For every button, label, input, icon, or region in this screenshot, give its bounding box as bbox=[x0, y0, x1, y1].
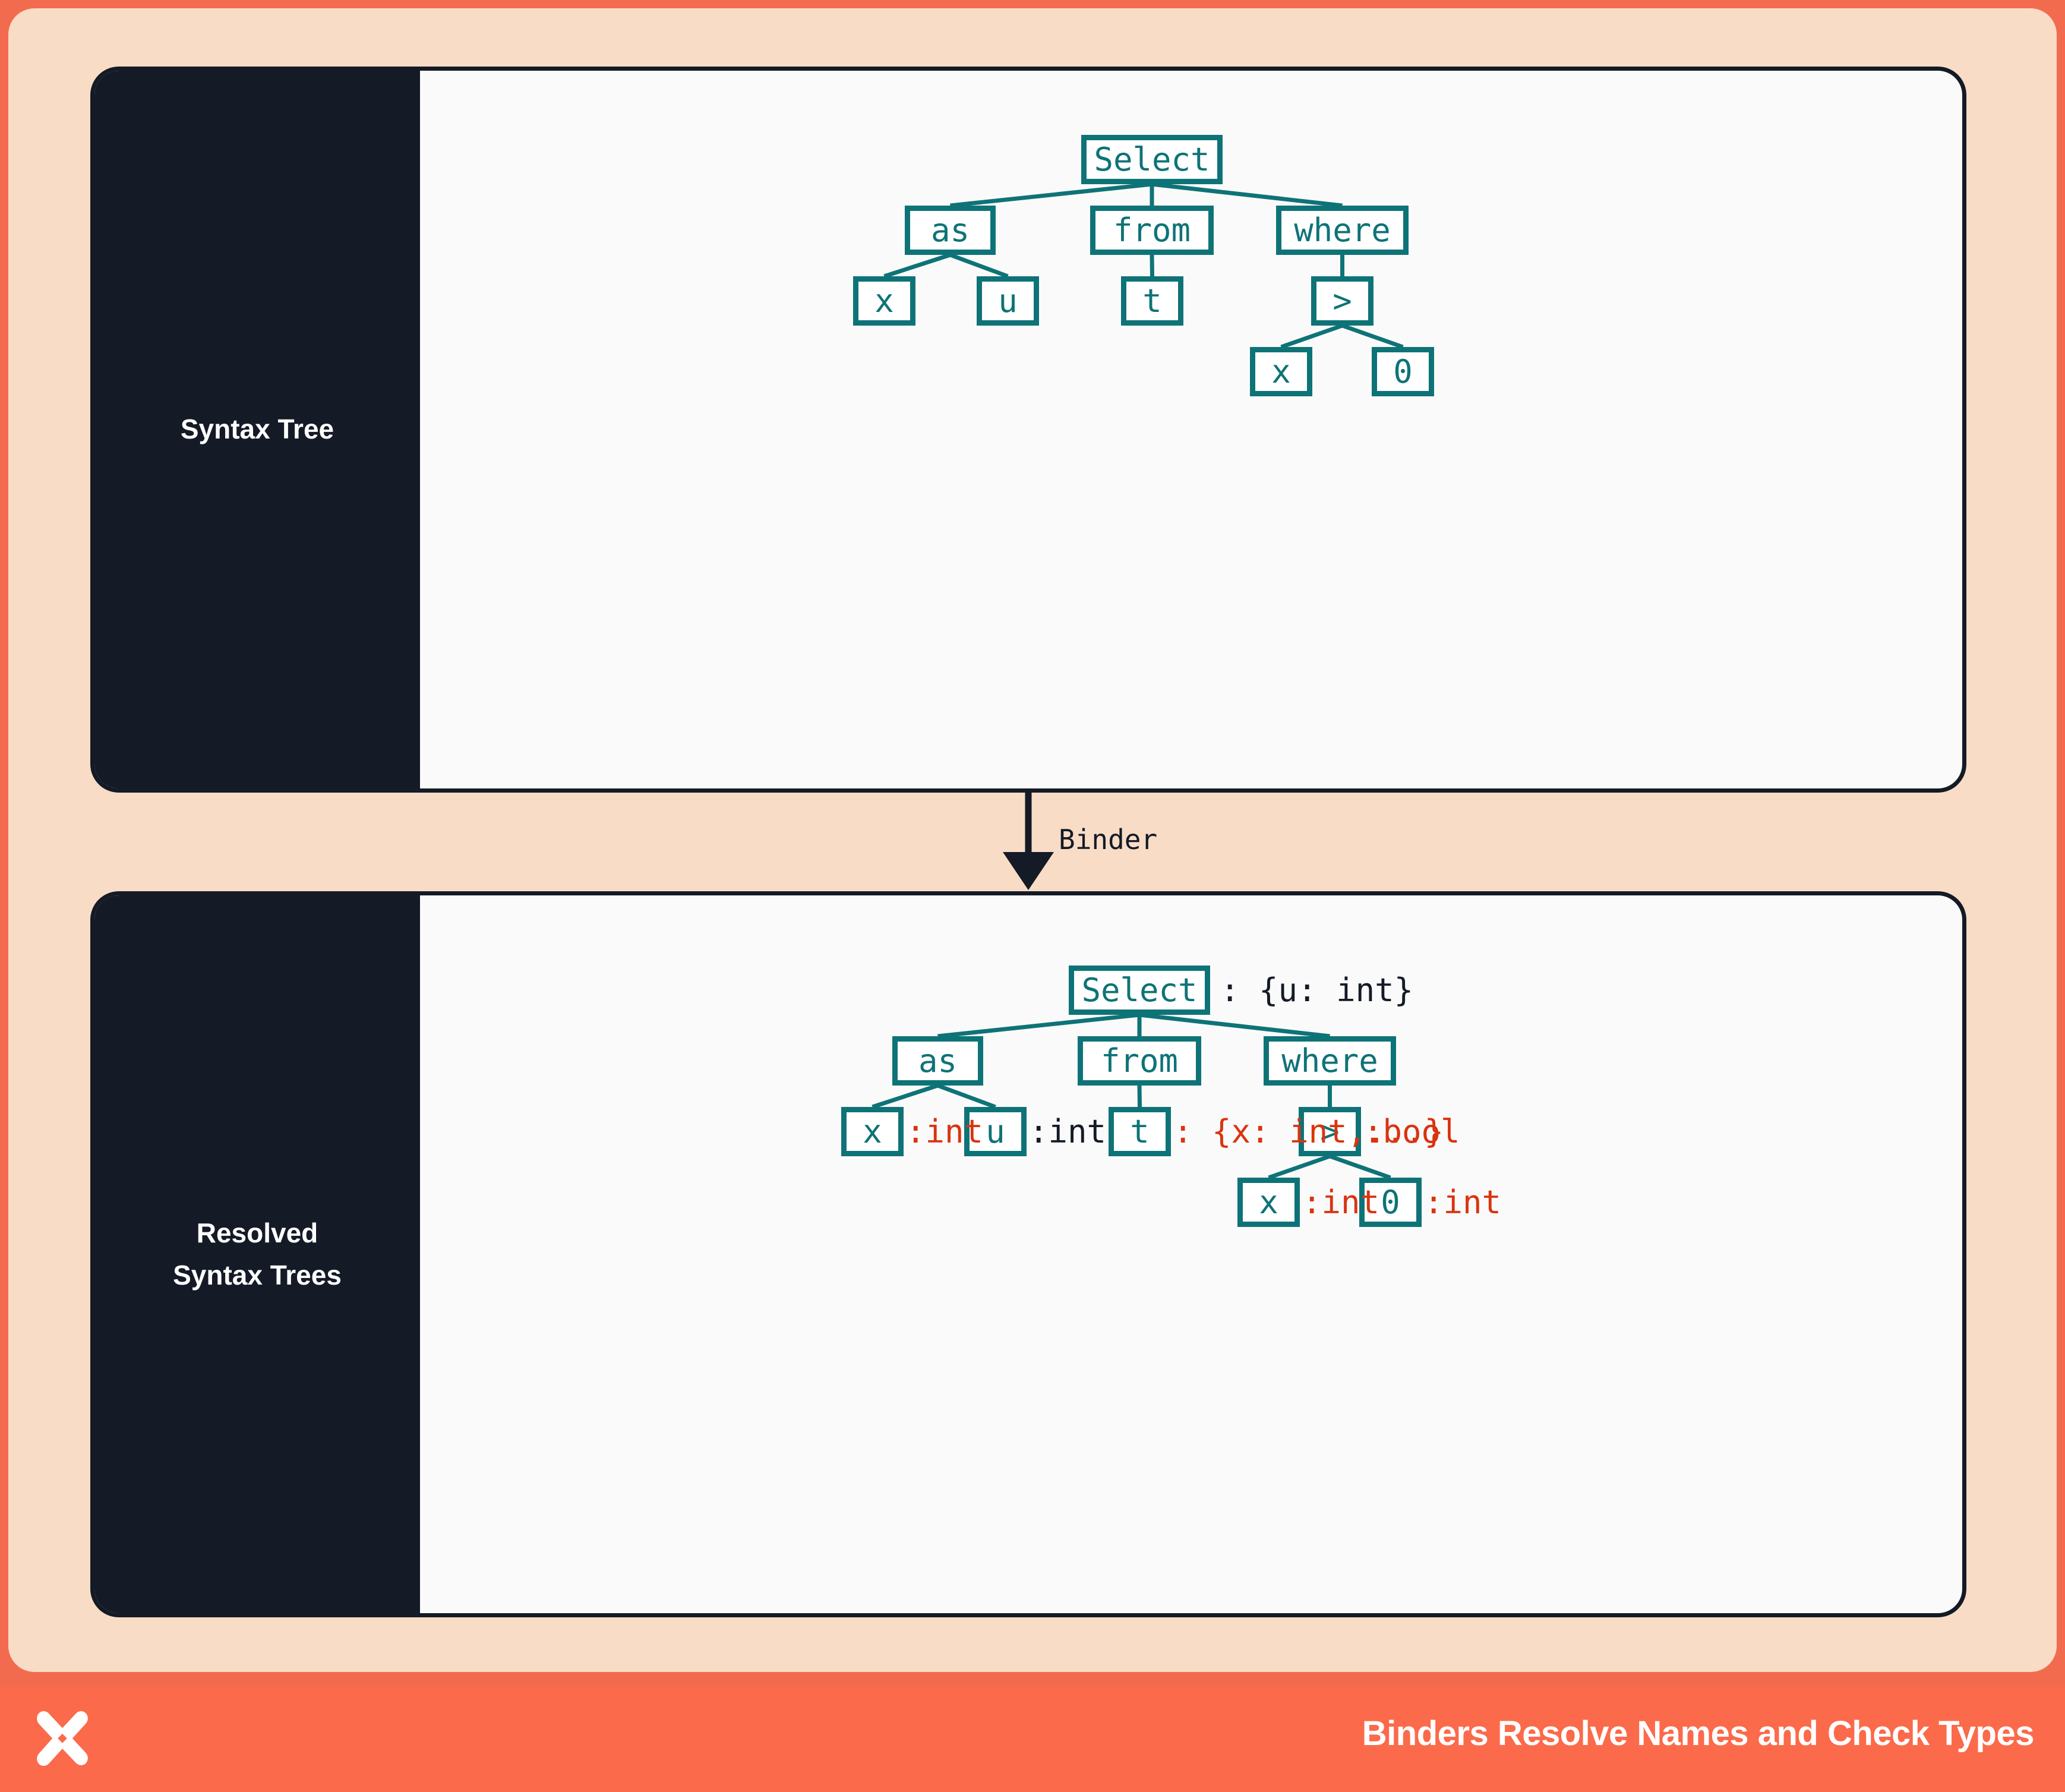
tree-edge bbox=[950, 182, 1153, 208]
tree-node-where[interactable]: where bbox=[1276, 206, 1409, 255]
tree-node-x1[interactable]: x bbox=[853, 276, 915, 326]
tree-node-x1[interactable]: x bbox=[841, 1107, 904, 1156]
type-annotation-a-t1: : {x: int,...} bbox=[1173, 1112, 1444, 1150]
type-annotation-a-x1: :int bbox=[906, 1112, 984, 1150]
binder-transition: Binder bbox=[90, 793, 1966, 891]
arrow-down-icon bbox=[1003, 793, 1054, 890]
tree-edges-resolved-syntax-trees bbox=[872, 1012, 1391, 1180]
type-annotation-a-z1: :int bbox=[1424, 1183, 1502, 1221]
panel-body-syntax-tree: Select as from where x u t > x 0 bbox=[420, 71, 1962, 788]
footer-caption: Binders Resolve Names and Check Types bbox=[1362, 1714, 2035, 1753]
type-annotation-a-x2: :int bbox=[1302, 1183, 1380, 1221]
tree-node-z1[interactable]: 0 bbox=[1372, 347, 1434, 396]
tree-node-gt1[interactable]: > bbox=[1299, 1107, 1361, 1156]
tree-edge bbox=[1280, 323, 1343, 349]
type-annotation-a-u1: :int bbox=[1029, 1112, 1107, 1150]
panel-syntax-tree: Syntax Tree Select as from where x u t > x 0 bbox=[90, 67, 1966, 793]
tree-node-t1[interactable]: t bbox=[1109, 1107, 1171, 1156]
tree-node-from[interactable]: from bbox=[1078, 1036, 1201, 1086]
tree-edge bbox=[1139, 1012, 1330, 1039]
tree-node-as[interactable]: as bbox=[892, 1036, 983, 1086]
tree-edge bbox=[872, 1083, 939, 1109]
tree-edge bbox=[883, 253, 951, 279]
tree-node-from[interactable]: from bbox=[1090, 206, 1214, 255]
tree-node-x2[interactable]: x bbox=[1250, 347, 1312, 396]
type-annotation-a-sel: : {u: int} bbox=[1220, 971, 1414, 1009]
tree-edges-syntax-tree bbox=[883, 182, 1404, 349]
tree-node-sel[interactable]: Select bbox=[1081, 135, 1223, 184]
tree-edge bbox=[1268, 1154, 1331, 1180]
type-annotation-a-gt1: :bool bbox=[1363, 1112, 1460, 1150]
tree-edge bbox=[1137, 1085, 1142, 1108]
tree-node-x2[interactable]: x bbox=[1237, 1178, 1300, 1227]
tree-edge bbox=[937, 1083, 996, 1109]
tree-node-gt1[interactable]: > bbox=[1311, 276, 1373, 326]
tree-edge bbox=[1150, 254, 1154, 277]
tree-node-u1[interactable]: u bbox=[964, 1107, 1027, 1156]
tree-edge bbox=[1151, 182, 1343, 208]
tree-node-where[interactable]: where bbox=[1264, 1036, 1396, 1086]
panel-label-syntax-tree: Syntax Tree bbox=[94, 71, 420, 788]
brand-x-logo bbox=[37, 1711, 88, 1766]
tree-edge bbox=[949, 253, 1009, 279]
tree-edge bbox=[937, 1012, 1140, 1039]
tree-edge bbox=[1341, 323, 1404, 349]
binder-label: Binder bbox=[1059, 824, 1158, 856]
tree-node-as[interactable]: as bbox=[905, 206, 996, 255]
footer-bar bbox=[0, 1686, 2065, 1792]
tree-node-u1[interactable]: u bbox=[977, 276, 1039, 326]
panel-body-resolved-syntax-trees: Select as from where x u t > x 0 : {u: int} :int :in… bbox=[420, 895, 1962, 1613]
tree-node-z1[interactable]: 0 bbox=[1359, 1178, 1422, 1227]
tree-edge bbox=[1329, 1154, 1391, 1180]
tree-node-sel[interactable]: Select bbox=[1069, 966, 1210, 1015]
tree-node-t1[interactable]: t bbox=[1121, 276, 1183, 326]
